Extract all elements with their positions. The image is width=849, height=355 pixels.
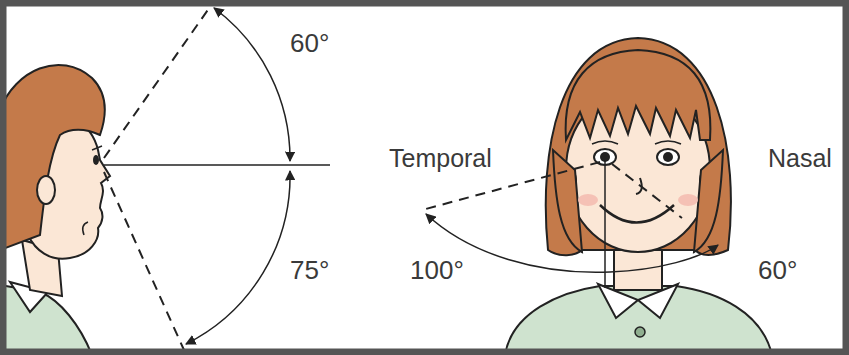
figure-label: 75° [290, 257, 329, 283]
figure-label: 60° [290, 30, 329, 56]
figure-label: Temporal [389, 146, 492, 171]
profile-girl [0, 65, 110, 355]
figure-label: 60° [758, 257, 797, 283]
frame-border [3, 3, 846, 352]
vertical-field-lines [104, 4, 330, 350]
figure-label: Nasal [768, 146, 832, 171]
figure-label: 100° [410, 257, 464, 283]
horizontal-field-lines [422, 160, 718, 288]
front-girl [505, 38, 772, 355]
